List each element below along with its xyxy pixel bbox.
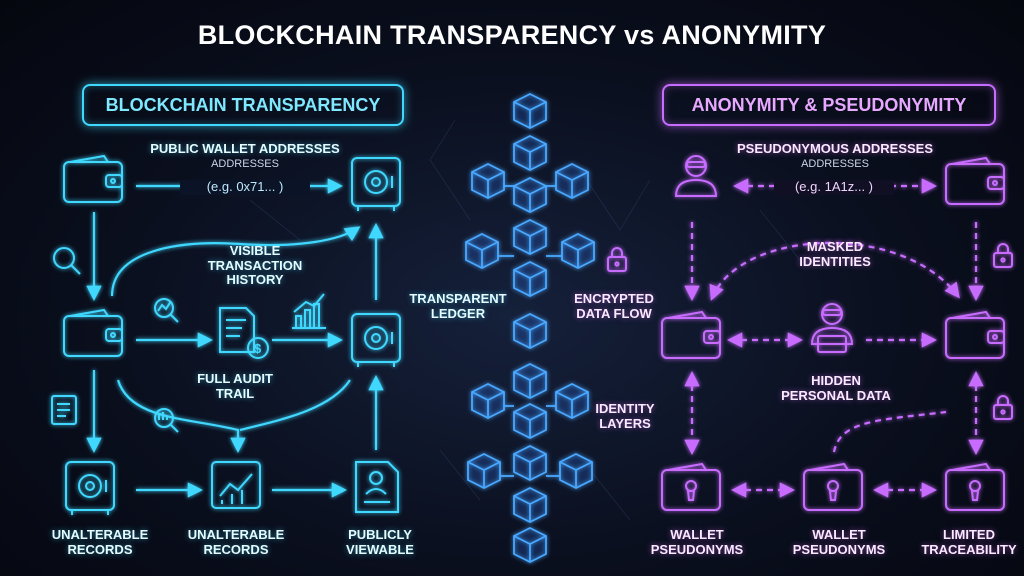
profile-document-icon <box>355 461 399 513</box>
chart-card-icon <box>211 461 261 509</box>
document-dollar-icon: $ <box>219 307 269 359</box>
hacker-laptop-icon <box>811 303 853 353</box>
hacker-icon <box>675 155 717 197</box>
pseudo-address-example: (e.g. 1A1z... ) <box>774 179 894 195</box>
pseudo-addresses-label: PSEUDONYMOUS ADDRESSES <box>737 141 933 156</box>
address-example: (e.g. 0x71... ) <box>180 179 310 195</box>
right-arrows <box>684 178 984 498</box>
safe-icon <box>351 313 401 368</box>
addresses-sublabel-right: ADDRESSES <box>801 158 869 170</box>
wallet-icon <box>661 311 721 359</box>
wallet-icon <box>945 311 1005 359</box>
bar-chart-icon <box>292 293 326 329</box>
lock-icon <box>993 395 1013 420</box>
right-panel-icons <box>607 155 1013 511</box>
lock-icon <box>993 243 1013 268</box>
safe-icon <box>65 461 115 516</box>
magnifier-icon <box>154 298 179 323</box>
key-wallet-icon <box>803 463 863 511</box>
magnifier-icon <box>154 408 179 433</box>
addresses-sublabel: ADDRESSES <box>211 158 279 170</box>
wallet-icon <box>63 309 123 357</box>
public-addresses-label: PUBLIC WALLET ADDRESSES <box>150 141 340 156</box>
key-wallet-icon <box>945 463 1005 511</box>
magnifier-icon <box>53 247 81 275</box>
svg-text:$: $ <box>254 341 262 356</box>
left-panel-header: BLOCKCHAIN TRANSPARENCY <box>82 84 404 126</box>
wallet-icon <box>63 155 123 203</box>
right-panel-header: ANONYMITY & PSEUDONYMITY <box>662 84 996 126</box>
left-panel-icons: $ <box>51 155 401 516</box>
page-title: BLOCKCHAIN TRANSPARENCY vs ANONYMITY <box>197 20 827 50</box>
center-arrows <box>424 332 652 463</box>
lock-icon <box>607 247 627 272</box>
wallet-icon <box>945 157 1005 205</box>
ledger-list-icon <box>51 395 77 425</box>
left-arrows <box>86 178 384 498</box>
blockchain-cubes <box>465 93 595 563</box>
key-wallet-icon <box>661 463 721 511</box>
